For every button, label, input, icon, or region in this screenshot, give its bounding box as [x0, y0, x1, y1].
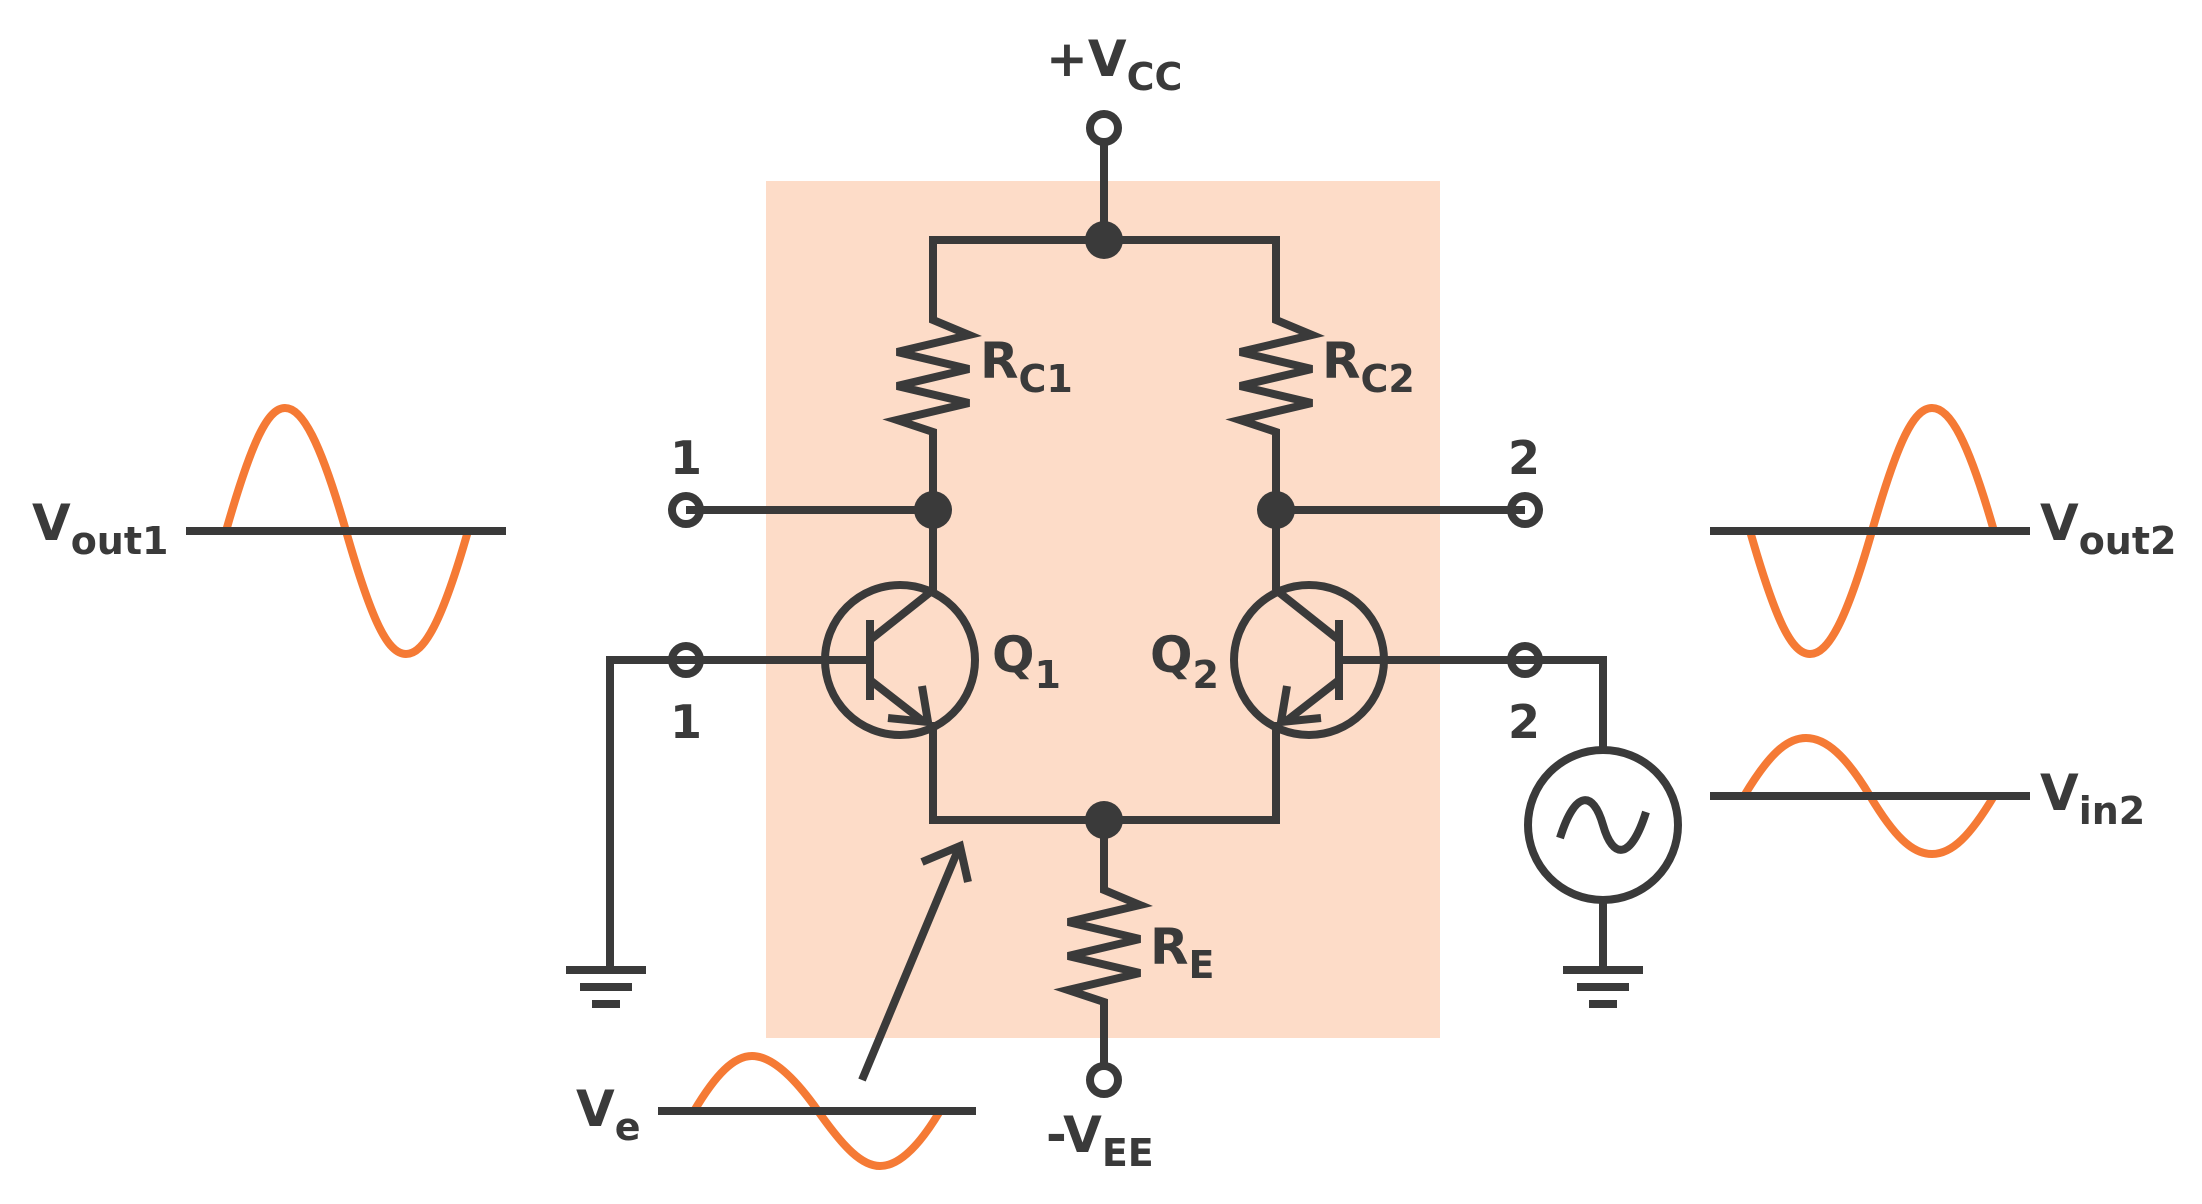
label-terminal-in2: 2 [1508, 695, 1540, 749]
label-re: RE [1150, 918, 1214, 987]
npn-transistor-icon [686, 581, 979, 739]
label-vin2: Vin2 [2040, 764, 2145, 833]
label-vcc: +VCC [1046, 30, 1182, 99]
label-rc1: RC1 [980, 332, 1073, 401]
terminal-output-2 [1507, 492, 1543, 528]
emitter-signal-arrow [858, 840, 972, 1082]
junction-dot [1085, 801, 1123, 839]
input-2-source-wire [1525, 656, 1607, 750]
junction-dot [914, 491, 952, 529]
label-vout1: Vout1 [32, 494, 168, 563]
junction-dot [1257, 491, 1295, 529]
resistor-rc2 [1225, 310, 1325, 508]
label-vee: -VEE [1046, 1106, 1154, 1175]
ac-source-icon [1524, 746, 1682, 904]
waveform-vout2 [1710, 403, 2030, 659]
ground-icon [1563, 966, 1643, 1008]
junction-dot [1085, 221, 1123, 259]
npn-transistor-icon [1230, 581, 1525, 739]
waveform-vout1 [186, 403, 506, 659]
waveform-vin2 [1710, 733, 2030, 859]
label-terminal-out1: 1 [670, 431, 702, 485]
ground-icon [566, 966, 646, 1008]
waveform-ve [658, 1051, 976, 1171]
label-q1: Q1 [992, 626, 1061, 697]
label-terminal-in1: 1 [670, 695, 702, 749]
terminal-input-1 [668, 642, 704, 678]
terminal-output-1 [668, 492, 704, 528]
terminal-input-2 [1507, 642, 1543, 678]
label-ve: Ve [576, 1080, 640, 1149]
label-vout2: Vout2 [2040, 494, 2176, 563]
input-1-ground-wire [606, 656, 686, 970]
resistor-re [1053, 820, 1153, 1065]
label-q2: Q2 [1150, 626, 1219, 697]
terminal-vee [1086, 1062, 1122, 1098]
label-rc2: RC2 [1322, 332, 1415, 401]
resistor-rc1 [882, 310, 982, 508]
amplifier-highlight-box [766, 181, 1440, 1038]
label-terminal-out2: 2 [1508, 431, 1540, 485]
terminal-vcc [1086, 110, 1122, 146]
